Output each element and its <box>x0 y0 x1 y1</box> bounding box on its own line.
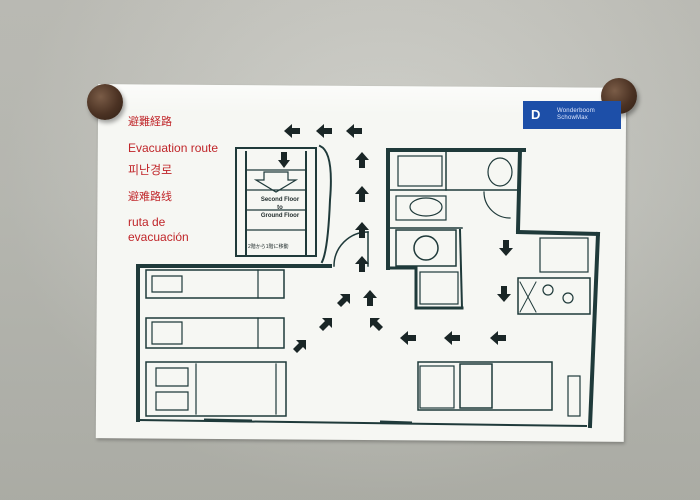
stair-outer-curve <box>318 144 332 264</box>
dining-top <box>459 363 493 409</box>
arrow-left-icon <box>284 124 300 138</box>
arrow-up-icon <box>363 290 377 306</box>
logo-line-2: SchowMax <box>557 115 588 121</box>
stair-label: Second Floor to Ground Floor <box>250 196 310 220</box>
tv-stand <box>567 375 581 417</box>
bath-door-arc <box>483 191 511 219</box>
title-korean: 피난경로 <box>128 163 173 177</box>
arrow-up-icon <box>355 152 369 168</box>
toilet-bowl-top <box>487 157 513 187</box>
east-wall <box>587 231 601 429</box>
stove-burner-2 <box>562 292 574 304</box>
fridge <box>539 237 589 273</box>
arrow-left-icon <box>490 331 506 345</box>
arrow-down-icon <box>497 286 511 302</box>
brand-logo: D Wonderboom SchowMax <box>523 101 621 129</box>
arrow-left-icon <box>444 331 460 345</box>
arrow-down-icon <box>278 152 290 168</box>
laundry-east-wall <box>458 228 464 310</box>
stair-frame <box>235 147 317 257</box>
kitchen-north-wall <box>515 229 601 237</box>
arrow-left-icon <box>316 124 332 138</box>
dining-table <box>417 361 553 411</box>
kitchen-counter <box>517 277 591 315</box>
stair-treads <box>245 169 307 231</box>
arrow-up-icon <box>355 256 369 272</box>
arrow-left-icon <box>346 124 362 138</box>
stair-label-line-2: to <box>277 205 283 211</box>
title-english: Evacuation route <box>128 141 219 155</box>
dining-bench <box>419 365 455 409</box>
washing-machine-drum <box>413 235 439 261</box>
arrow-down-icon <box>499 240 513 256</box>
arrow-up-icon <box>355 222 369 238</box>
arrow-up-icon <box>355 186 369 202</box>
title-spanish-line-2: evacuación <box>128 230 189 244</box>
arrow-diagonal-icon <box>293 340 306 353</box>
stair-note-japanese: 2階から1階に移動 <box>248 244 289 250</box>
shower-tray <box>397 155 443 187</box>
arrow-left-icon <box>400 331 416 345</box>
window-south-2 <box>379 420 413 425</box>
arrow-diagonal-icon <box>337 294 350 307</box>
title-japanese: 避難経路 <box>128 116 172 128</box>
title-spanish-line-1: ruta de <box>128 215 166 229</box>
logo-line-1: Wonderboom <box>557 108 595 114</box>
logo-text: Wonderboom SchowMax <box>557 108 595 122</box>
bed-1 <box>145 269 285 299</box>
stair-down-arrow-outline <box>253 171 299 193</box>
stove-burner-1 <box>542 284 554 296</box>
bed-3 <box>145 361 287 417</box>
bed-2 <box>145 317 285 349</box>
sink-counter <box>395 195 447 221</box>
arrow-diagonal-icon <box>370 318 383 331</box>
laundry-south-wall <box>386 266 464 310</box>
title-chinese: 避难路线 <box>128 191 172 203</box>
utility-sink <box>419 271 459 305</box>
dish-rack <box>519 281 537 313</box>
arrow-diagonal-icon <box>319 318 332 331</box>
window-south-1 <box>203 418 253 423</box>
logo-mark-icon: D <box>531 107 541 122</box>
stair-label-line-1: Second Floor <box>260 197 300 203</box>
stair-label-line-3: Ground Floor <box>260 213 300 219</box>
left-magnet <box>87 84 123 120</box>
washing-machine <box>395 229 457 267</box>
sink-basin <box>409 197 443 217</box>
